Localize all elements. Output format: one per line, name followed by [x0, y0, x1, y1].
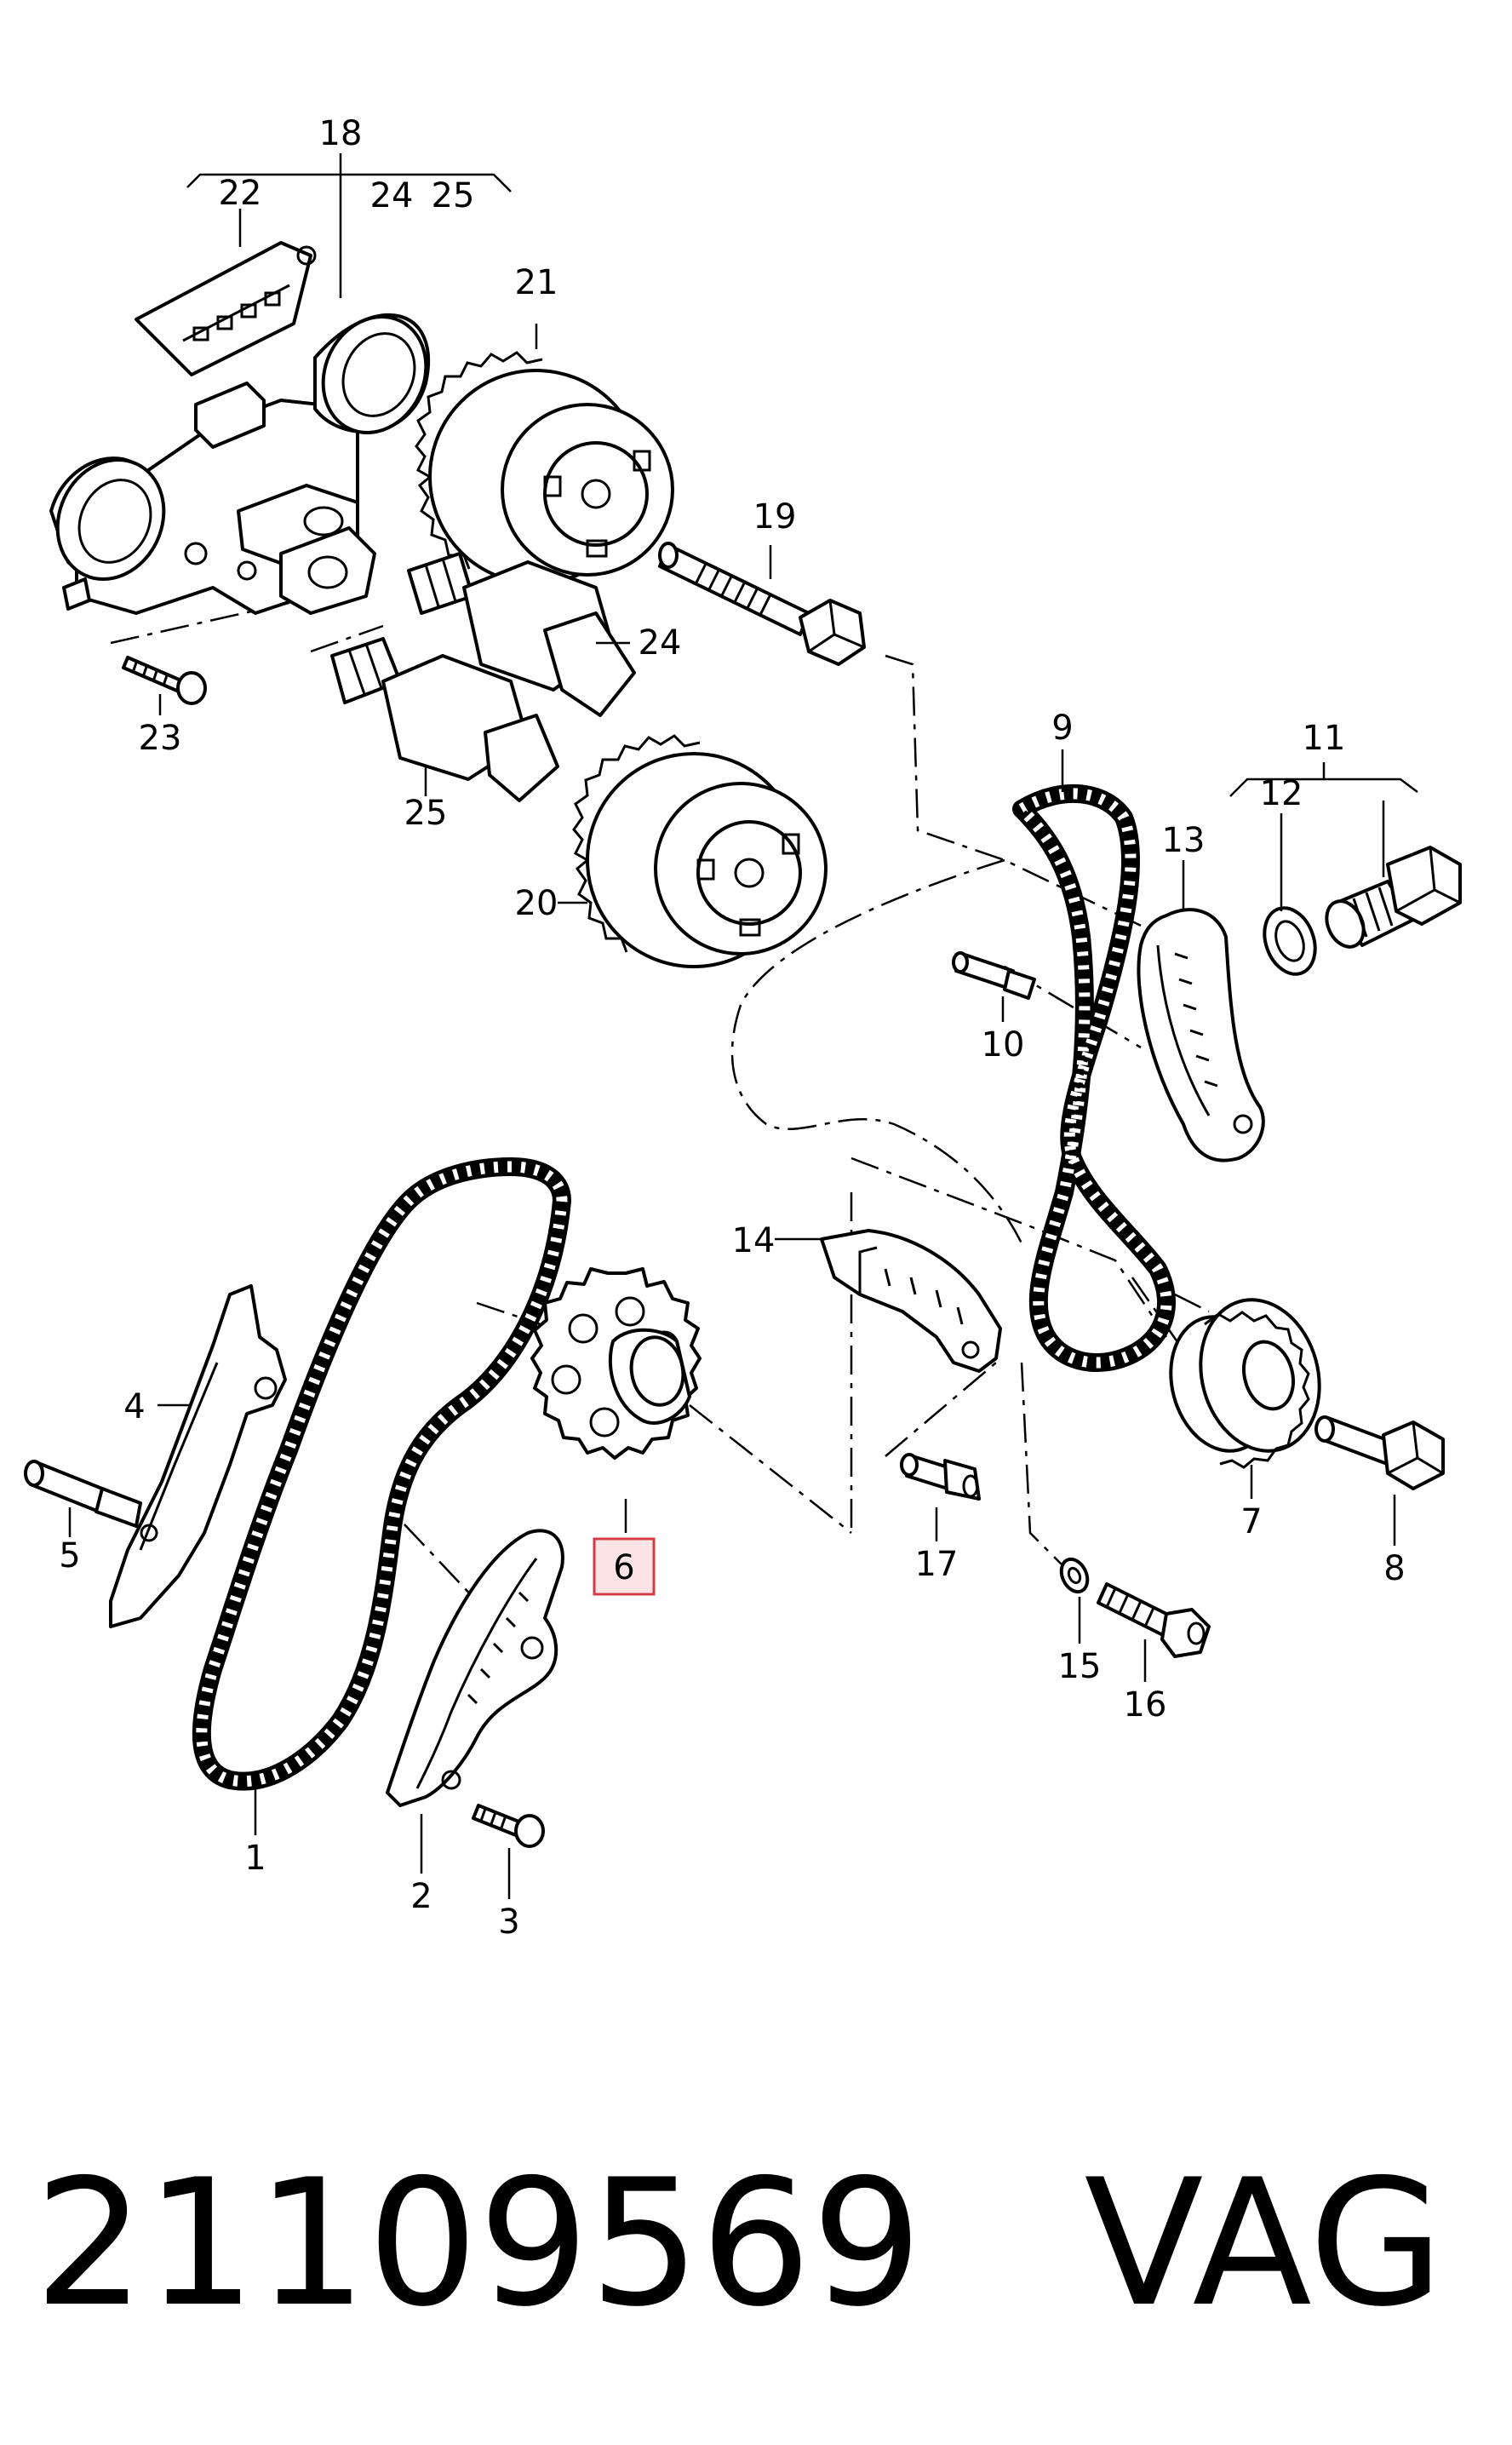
- part-number-footer: 21109569 VAG: [34, 2146, 1481, 2342]
- part-13-tensioner-rail: [1137, 908, 1265, 1162]
- callout-labels: 18 22 24 25 21 19 24 23 25 20 9 11 12 13…: [59, 114, 1405, 1942]
- callout-24: 24: [639, 623, 682, 663]
- callout-25: 25: [404, 794, 448, 833]
- callout-1: 1: [244, 1839, 266, 1878]
- callout-8: 8: [1383, 1549, 1405, 1588]
- part-24-solenoid-valve: [407, 552, 636, 717]
- part-2-tensioner-rail: [386, 1529, 564, 1807]
- part-11-chain-tensioner: [1325, 846, 1462, 949]
- callout-17: 17: [915, 1545, 959, 1584]
- part-12-sealing-ring: [1263, 906, 1317, 976]
- callout-7: 7: [1240, 1502, 1262, 1541]
- callout-brackets: [186, 153, 1418, 797]
- part-23-bolt: [122, 656, 207, 705]
- part-17-pin: [900, 1453, 981, 1501]
- part-15-washer: [1059, 1557, 1090, 1594]
- part-22-housing-cover: [135, 241, 317, 376]
- part-4-guide-rail: [109, 1284, 287, 1628]
- callout-9: 9: [1051, 709, 1073, 748]
- callout-13: 13: [1162, 821, 1206, 860]
- part-8-bolt: [1314, 1415, 1445, 1490]
- part-number: 21109569: [34, 2143, 923, 2345]
- callout-16: 16: [1124, 1685, 1167, 1725]
- part-6-crankshaft-sprocket: [530, 1267, 702, 1460]
- part-3-bolt: [472, 1804, 545, 1848]
- callout-leader-lines: [68, 209, 1396, 1899]
- callout-4: 4: [123, 1387, 145, 1426]
- callout-15: 15: [1058, 1647, 1102, 1686]
- callout-6: 6: [613, 1548, 634, 1587]
- part-14-guide-rail: [820, 1229, 1002, 1373]
- part-18-adjuster-housing: [49, 313, 431, 615]
- brand-name: VAG: [1084, 2143, 1445, 2345]
- callout-20: 20: [515, 884, 558, 923]
- callout-14: 14: [732, 1221, 776, 1260]
- callout-3: 3: [498, 1903, 519, 1942]
- callout-25-group: 25: [432, 176, 475, 215]
- callout-5: 5: [59, 1536, 80, 1575]
- callout-21: 21: [515, 263, 558, 302]
- callout-12: 12: [1260, 774, 1303, 813]
- highlight-box: [593, 1537, 656, 1596]
- callout-10: 10: [982, 1025, 1025, 1065]
- callout-18: 18: [319, 114, 363, 153]
- callout-19: 19: [753, 497, 797, 537]
- part-19-bolt: [658, 542, 866, 666]
- part-9-upper-chain: [1012, 783, 1176, 1372]
- callout-22: 22: [219, 174, 262, 213]
- callout-2: 2: [410, 1877, 432, 1916]
- callout-24-group: 24: [370, 176, 414, 215]
- part-20-camshaft-adjuster: [572, 734, 828, 968]
- part-21-camshaft-adjuster: [415, 351, 674, 585]
- part-25-solenoid-valve: [330, 637, 559, 802]
- part-16-bolt: [1097, 1582, 1211, 1658]
- part-10-pin: [952, 951, 1036, 1000]
- part-5-pin: [24, 1460, 142, 1528]
- callout-11: 11: [1303, 719, 1346, 758]
- part-7-sprocket: [1169, 1298, 1321, 1469]
- callout-23: 23: [139, 719, 182, 758]
- part-1-lower-chain: [192, 1157, 571, 1791]
